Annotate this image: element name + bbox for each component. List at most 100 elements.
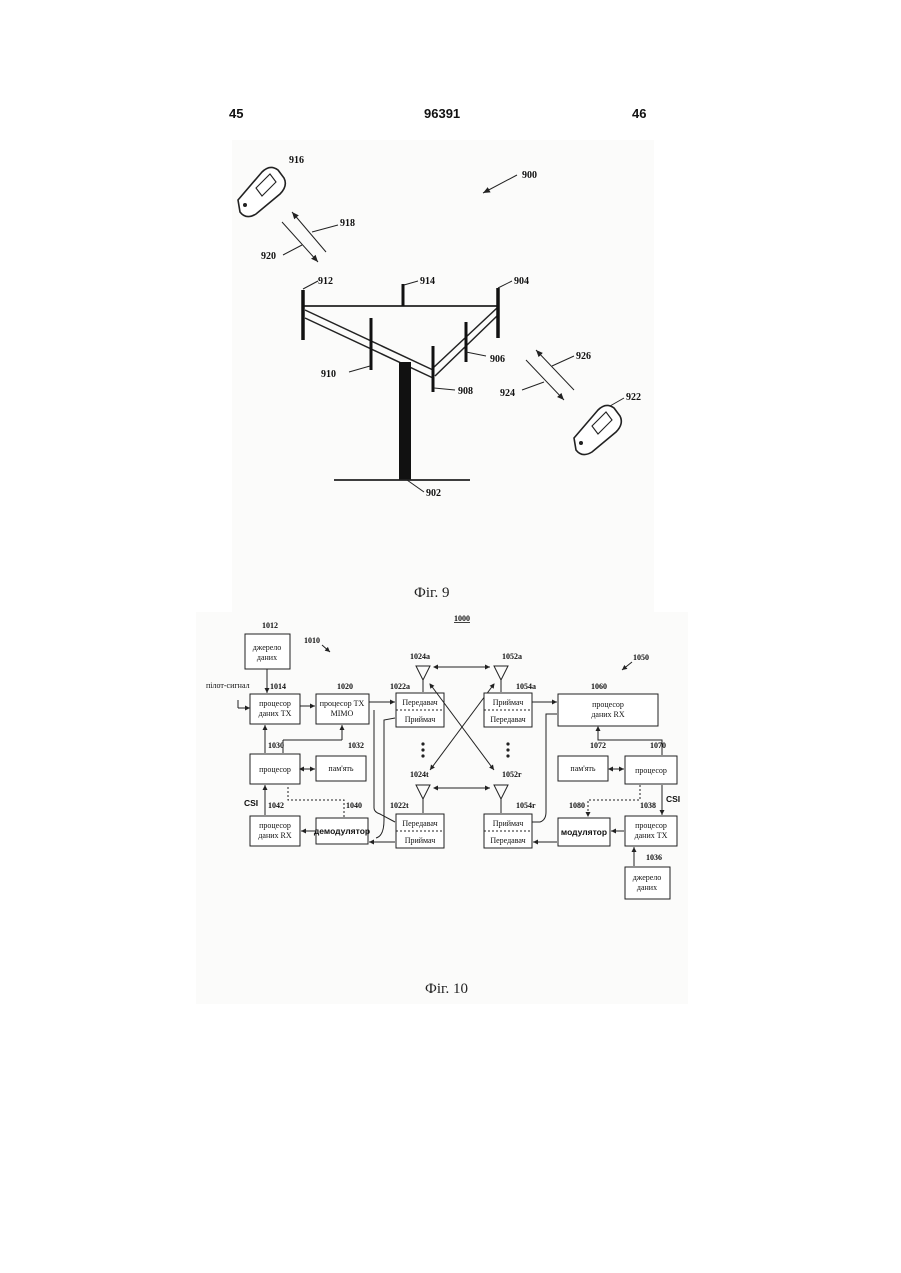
ref-1022t: 1022t xyxy=(390,801,409,810)
data-source-right-line1: джерело xyxy=(633,873,662,882)
rx-data-processor-right-line2: даних RX xyxy=(591,710,625,719)
memory-left-label: пам'ять xyxy=(328,764,354,773)
label-914: 914 xyxy=(420,276,435,287)
receiver-1022t: Приймач xyxy=(405,836,436,845)
leader-914 xyxy=(404,281,418,285)
label-920: 920 xyxy=(261,251,276,262)
antenna-1024a-icon xyxy=(416,666,430,680)
dashed-demod-to-proc xyxy=(288,786,344,817)
leader-920 xyxy=(283,245,302,255)
ref-1060: 1060 xyxy=(591,682,607,691)
label-900: 900 xyxy=(522,170,537,181)
label-912: 912 xyxy=(318,276,333,287)
label-904: 904 xyxy=(514,276,529,287)
csi-right: CSI xyxy=(666,794,680,804)
leader-902 xyxy=(407,480,424,492)
ref-1052a: 1052a xyxy=(502,652,522,661)
dashed-proc-to-mod xyxy=(588,785,640,817)
mobile-handset-icon xyxy=(574,405,621,454)
label-916: 916 xyxy=(289,155,304,166)
label-910: 910 xyxy=(321,369,336,380)
mobile-handset-icon xyxy=(238,167,285,216)
ellipsis-dot xyxy=(421,754,424,757)
tx-data-processor-right-line1: процесор xyxy=(635,821,667,830)
antenna-1024t-icon xyxy=(416,785,430,799)
label-908: 908 xyxy=(458,386,473,397)
data-source-left-line1: джерело xyxy=(253,643,282,652)
ellipsis-dot xyxy=(506,748,509,751)
leader-918 xyxy=(312,225,338,232)
ellipsis-dot xyxy=(506,754,509,757)
downlink-arrow-924 xyxy=(526,360,564,400)
ref-1052r: 1052r xyxy=(502,770,522,779)
transmitter-1022a: Передавач xyxy=(402,698,437,707)
ref-1024a: 1024a xyxy=(410,652,430,661)
ref-1070: 1070 xyxy=(650,741,666,750)
tx-data-processor-left-line1: процесор xyxy=(259,699,291,708)
figure-10-caption: Фіг. 10 xyxy=(425,981,468,997)
ref-1080: 1080 xyxy=(569,801,585,810)
ref-1030: 1030 xyxy=(268,741,284,750)
csi-left: CSI xyxy=(244,798,258,808)
uplink-arrow-918 xyxy=(292,212,326,252)
tx-data-processor-right-line2: даних TX xyxy=(635,831,668,840)
label-1010: 1010 xyxy=(304,636,320,645)
ref-1014: 1014 xyxy=(270,682,286,691)
leader-924 xyxy=(522,382,544,390)
memory-right-label: пам'ять xyxy=(570,764,596,773)
ref-1042: 1042 xyxy=(268,801,284,810)
data-source-left-line2: даних xyxy=(257,653,277,662)
label-902: 902 xyxy=(426,488,441,499)
label-922: 922 xyxy=(626,392,641,403)
ref-1020: 1020 xyxy=(337,682,353,691)
receiver-1022a: Приймач xyxy=(405,715,436,724)
modulator-label: модулятор xyxy=(561,827,607,837)
ellipsis-dot xyxy=(421,742,424,745)
ellipsis-dot xyxy=(506,742,509,745)
rx-data-processor-right-line1: процесор xyxy=(592,700,624,709)
leader-926 xyxy=(552,356,574,366)
downlink-arrow-920 xyxy=(282,222,318,262)
leader-912 xyxy=(303,281,318,289)
antenna-1052a-icon xyxy=(494,666,508,680)
receiver-1054a: Приймач xyxy=(493,698,524,707)
tx-mimo-line2: MIMO xyxy=(331,709,354,718)
transmitter-1022t: Передавач xyxy=(402,819,437,828)
processor-right-label: процесор xyxy=(635,766,667,775)
base-station-antenna xyxy=(303,284,498,480)
demodulator-label: демодулятор xyxy=(314,826,370,836)
label-918: 918 xyxy=(340,218,355,229)
label-906: 906 xyxy=(490,354,505,365)
ref-1038: 1038 xyxy=(640,801,656,810)
pilot-signal-label: пілот-сигнал xyxy=(206,681,250,690)
label-1050: 1050 xyxy=(633,653,649,662)
leader-910 xyxy=(349,366,370,372)
label-926: 926 xyxy=(576,351,591,362)
ref-1054r: 1054r xyxy=(516,801,536,810)
transmitter-1054r: Передавач xyxy=(490,836,525,845)
ref-1024t: 1024t xyxy=(410,770,429,779)
tx-data-processor-left-line2: даних TX xyxy=(259,709,292,718)
rx-data-processor-left-line2: даних RX xyxy=(258,831,292,840)
receiver-1054r: Приймач xyxy=(493,819,524,828)
leader-900 xyxy=(483,175,517,193)
leader-922 xyxy=(610,398,624,406)
data-source-right-line2: даних xyxy=(637,883,657,892)
leader-1010 xyxy=(322,645,330,652)
figure-9: 916 918 920 900 912 xyxy=(238,155,641,601)
transmitter-1054a: Передавач xyxy=(490,715,525,724)
ref-1032: 1032 xyxy=(348,741,364,750)
leader-906 xyxy=(466,352,486,356)
figure-10: 1000 1010 1050 1012 джерело даних пілот-… xyxy=(206,614,680,997)
rx-data-processor-left-line1: процесор xyxy=(259,821,291,830)
line-rx-r-to-rxdp xyxy=(532,714,557,822)
ref-1072: 1072 xyxy=(590,741,606,750)
leader-908 xyxy=(434,388,455,390)
ellipsis-dot xyxy=(421,748,424,751)
ref-1036: 1036 xyxy=(646,853,662,862)
ref-1054a: 1054a xyxy=(516,682,536,691)
leader-1050 xyxy=(622,662,632,670)
leader-904 xyxy=(498,281,512,288)
ref-1012: 1012 xyxy=(262,621,278,630)
